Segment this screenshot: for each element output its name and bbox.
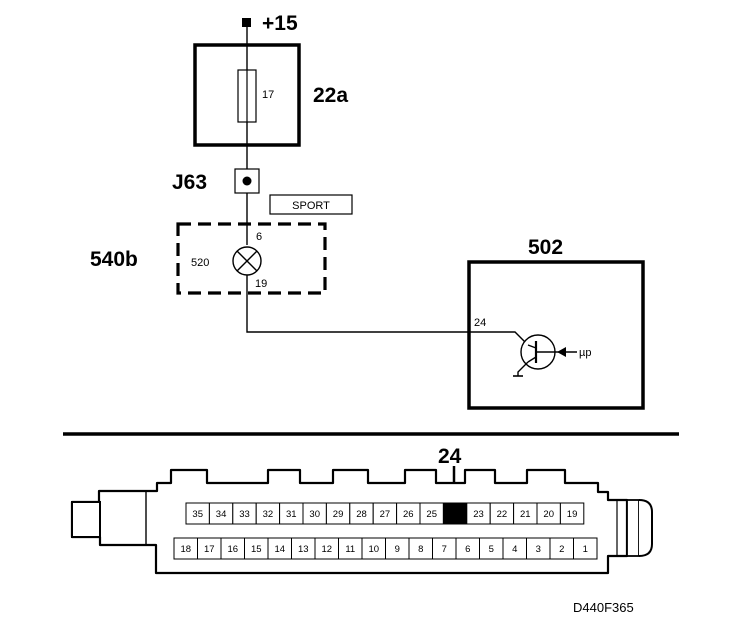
sport-label: SPORT bbox=[292, 200, 330, 212]
connector-pin-label: 3 bbox=[536, 544, 541, 555]
connector-pin-label: 33 bbox=[239, 509, 250, 520]
connector-pin-label: 7 bbox=[442, 544, 447, 555]
lamp-pin-top: 6 bbox=[256, 231, 262, 243]
ecu-box bbox=[467, 260, 645, 410]
connector-pin-label: 22 bbox=[497, 509, 508, 520]
connector-latch-cap bbox=[638, 499, 653, 557]
connector-pin-label: 27 bbox=[380, 509, 391, 520]
connector-pin-label: 12 bbox=[321, 544, 332, 555]
connector-pin-label: 21 bbox=[520, 509, 531, 520]
supply-label: +15 bbox=[262, 12, 298, 35]
figure-code: D440F365 bbox=[573, 600, 634, 615]
connector-pin-label: 9 bbox=[395, 544, 400, 555]
connector-pin-label: 6 bbox=[465, 544, 470, 555]
connector-pin-label: 31 bbox=[286, 509, 297, 520]
connector-bottom-row: 18 17 16 15 14 13 12 11 10 9 8 7 6 5 4 3 2 1 bbox=[173, 537, 598, 560]
lamp-number: 520 bbox=[191, 257, 209, 269]
connector-pin-label: 13 bbox=[298, 544, 309, 555]
connector-pin-label: 20 bbox=[543, 509, 554, 520]
cluster-box bbox=[176, 222, 327, 295]
connector-pin-label: 18 bbox=[180, 544, 191, 555]
connector-pin-label: 25 bbox=[426, 509, 437, 520]
connector-pin-label: 35 bbox=[192, 509, 203, 520]
connector-pin-label: 28 bbox=[356, 509, 367, 520]
ground-wire bbox=[517, 361, 529, 376]
connector-pin-label: 26 bbox=[403, 509, 414, 520]
fuse-box-label: 22a bbox=[313, 84, 348, 107]
connector-pin-label: 2 bbox=[559, 544, 564, 555]
connector-pin bbox=[573, 537, 598, 560]
junction-label: J63 bbox=[172, 171, 207, 194]
connector-pin-label: 10 bbox=[368, 544, 379, 555]
lamp-pin-bottom: 19 bbox=[255, 278, 267, 290]
connector-top-row: 35 34 33 32 31 30 29 28 27 26 25 23 22 21 20 19 bbox=[185, 502, 585, 525]
connector-pin-label: 32 bbox=[263, 509, 274, 520]
connector-pin-highlight-label: 24 bbox=[438, 445, 462, 468]
connector-plug-tab bbox=[71, 501, 101, 538]
connector-pin-label: 14 bbox=[274, 544, 285, 555]
sport-label-box bbox=[269, 194, 353, 215]
connector-pin-label: 19 bbox=[567, 509, 578, 520]
connector-pin-label: 15 bbox=[251, 544, 262, 555]
connector-pin-label: 29 bbox=[333, 509, 344, 520]
connector-latch bbox=[626, 499, 640, 557]
transistor-collector bbox=[527, 344, 537, 349]
lamp-to-ecu-wire bbox=[246, 275, 529, 346]
connector-pin-label: 1 bbox=[583, 544, 588, 555]
ecu-pin: 24 bbox=[474, 317, 486, 329]
connector-pin-label: 5 bbox=[489, 544, 494, 555]
connector-pin bbox=[559, 502, 585, 525]
connector-pin-label: 34 bbox=[216, 509, 227, 520]
cluster-label: 540b bbox=[90, 248, 138, 271]
connector-pin-highlighted bbox=[442, 502, 468, 525]
connector-pin-label: 23 bbox=[473, 509, 484, 520]
connector-pin-label: 16 bbox=[227, 544, 238, 555]
lamp-cross-b bbox=[236, 250, 258, 272]
transistor-emitter bbox=[527, 356, 537, 363]
connector-pin-label: 11 bbox=[345, 544, 355, 555]
ecu-input-label: µp bbox=[579, 347, 591, 359]
connector-pin-label: 8 bbox=[418, 544, 423, 555]
connector-pin-label: 17 bbox=[204, 544, 215, 555]
fuse-number: 17 bbox=[262, 89, 274, 101]
junction-dot-icon bbox=[242, 176, 252, 186]
connector-pin-label: 4 bbox=[512, 544, 517, 555]
ecu-label: 502 bbox=[528, 236, 563, 259]
fuse-box bbox=[193, 43, 301, 147]
supply-terminal-icon bbox=[242, 18, 251, 27]
connector-pin-label: 30 bbox=[309, 509, 320, 520]
arrow-left-icon bbox=[557, 347, 566, 357]
